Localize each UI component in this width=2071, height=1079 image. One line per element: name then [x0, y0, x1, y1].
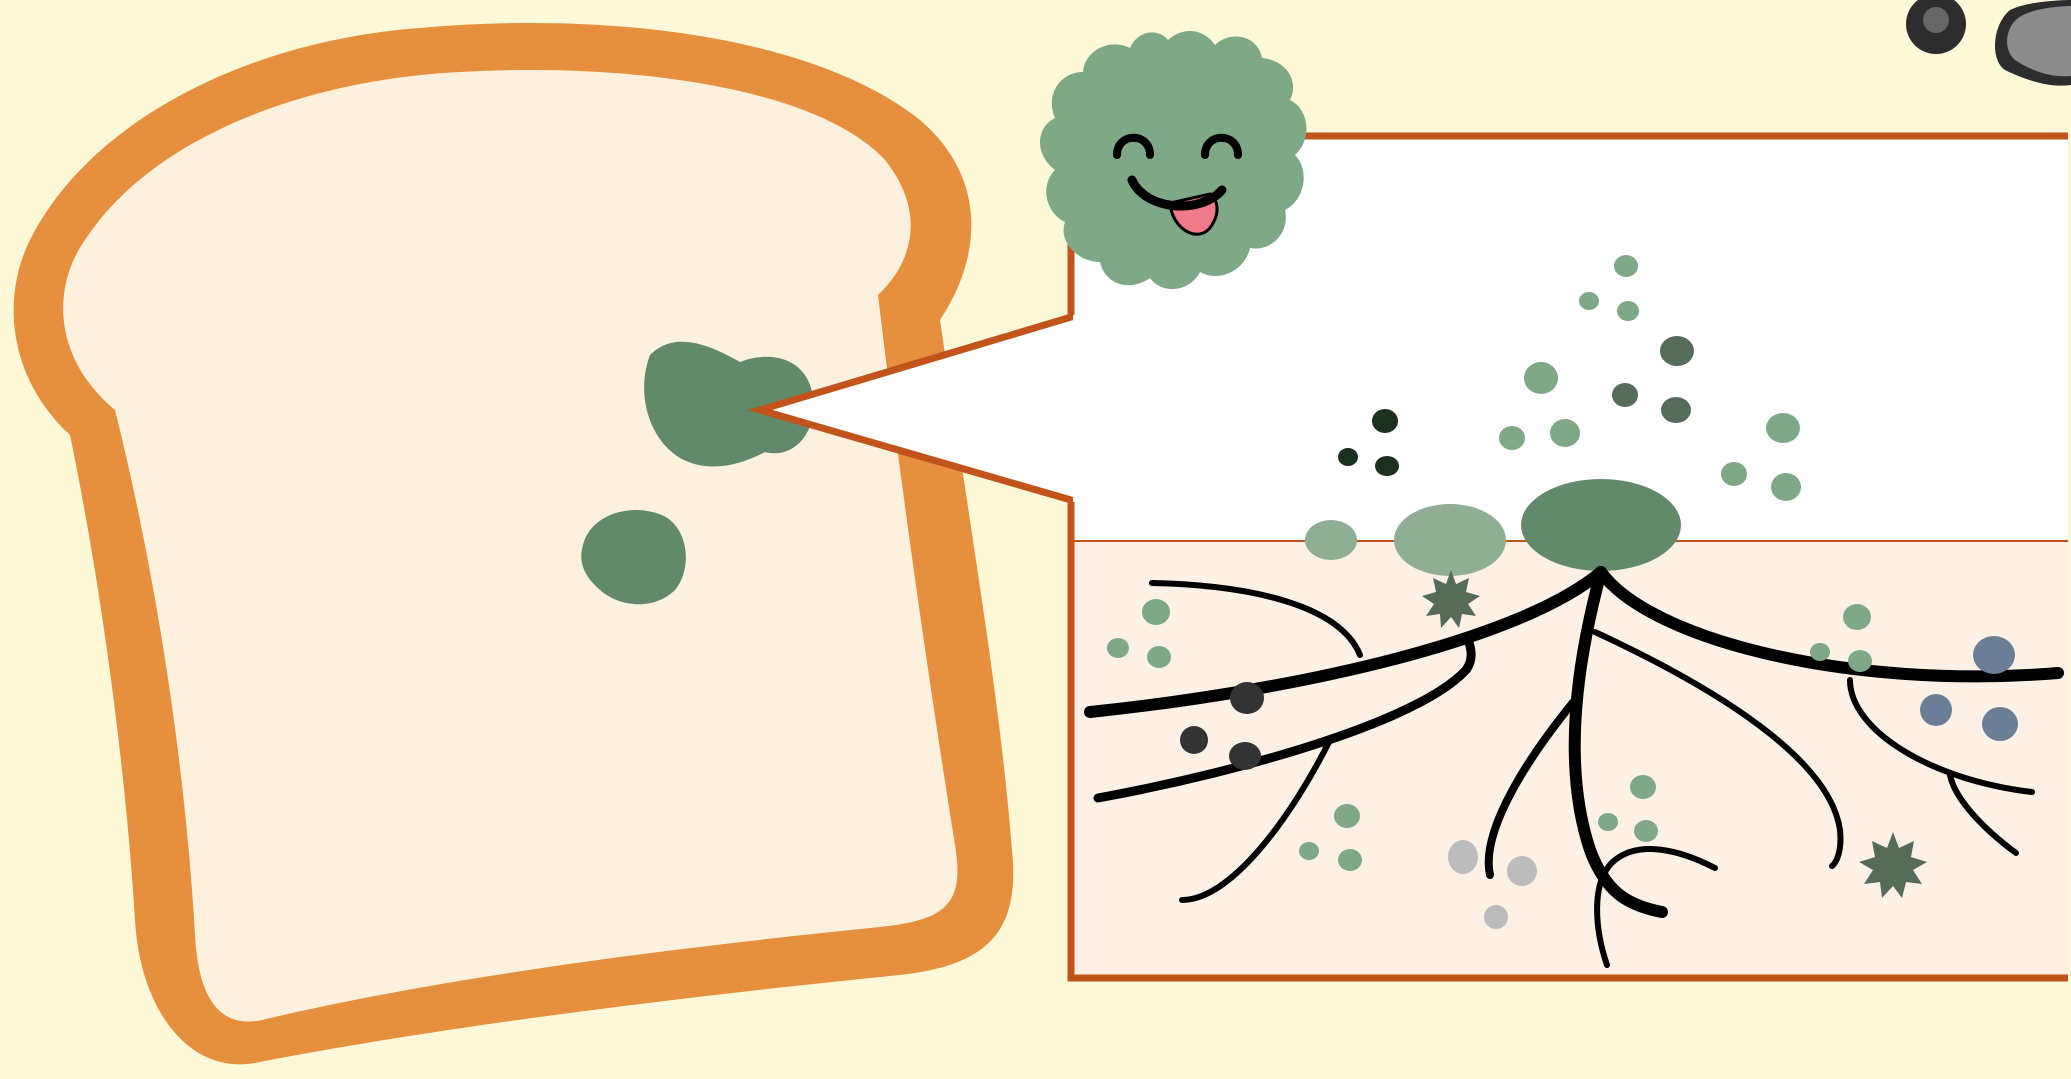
spore: [1766, 413, 1800, 443]
dark-spore-icon: [1906, 0, 1966, 54]
spore: [1334, 804, 1360, 828]
spore: [1810, 643, 1830, 661]
spore: [1142, 599, 1170, 625]
spore: [1579, 292, 1599, 310]
spore: [1484, 905, 1508, 929]
grey-rock-icon: [1995, 0, 2071, 86]
spore: [1229, 742, 1261, 770]
spore: [1372, 409, 1398, 433]
sporangium: [1521, 479, 1681, 571]
spore: [1614, 255, 1638, 277]
spore: [1634, 820, 1658, 842]
spore: [1630, 775, 1656, 799]
bread-slice: [14, 23, 1014, 1064]
spore: [1660, 336, 1694, 366]
spore: [1721, 462, 1747, 486]
spore: [1661, 397, 1691, 423]
spore: [1107, 638, 1129, 658]
spore: [1771, 473, 1801, 501]
spore: [1499, 426, 1525, 450]
colony-bump-medium: [1394, 504, 1506, 576]
spore: [1180, 726, 1208, 754]
spore: [1338, 849, 1362, 871]
colony-bump-small: [1305, 520, 1357, 560]
spore: [1617, 301, 1639, 321]
spore: [1507, 856, 1537, 886]
spore: [1982, 707, 2018, 741]
spore: [1598, 813, 1618, 831]
spore: [1843, 604, 1871, 630]
spore: [1338, 448, 1358, 466]
spore: [1448, 840, 1478, 874]
spore: [1848, 650, 1872, 672]
spore: [1612, 383, 1638, 407]
spore: [1375, 456, 1399, 476]
spore: [1147, 646, 1171, 668]
spore: [1973, 636, 2015, 674]
spore: [1920, 694, 1952, 726]
spore: [1550, 419, 1580, 447]
bread-crumb: [63, 70, 957, 1022]
spore: [1230, 682, 1264, 714]
spore: [1524, 362, 1558, 394]
dark-spore-inner: [1923, 7, 1949, 33]
spore: [1299, 842, 1319, 860]
